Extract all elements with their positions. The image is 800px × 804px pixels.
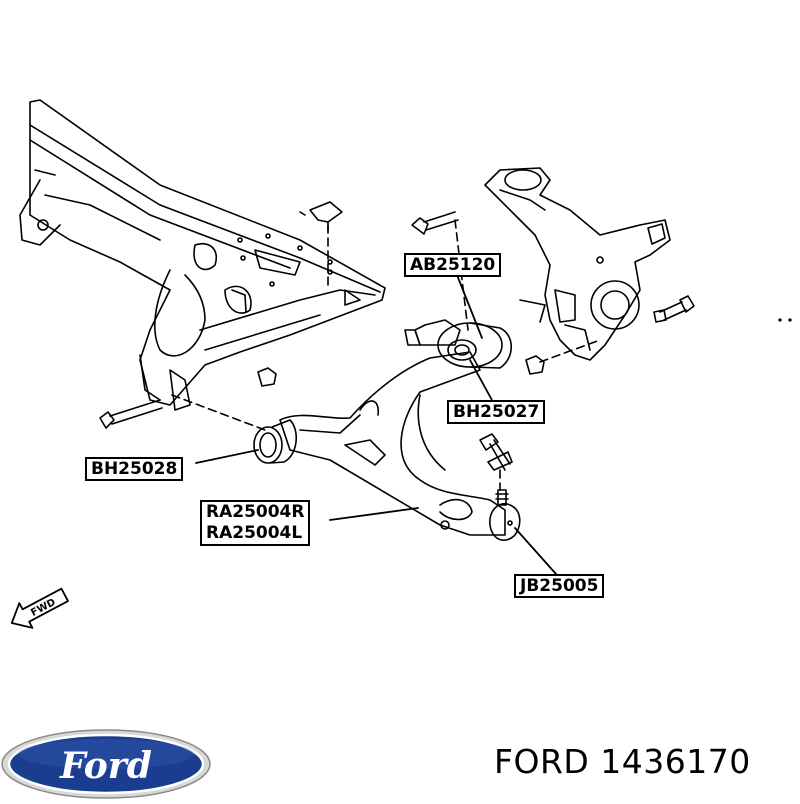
part-label-ra25004: RA25004R RA25004L (200, 500, 311, 546)
part-number-text: AB25120 (410, 255, 496, 275)
subframe-bolt-left (99, 399, 163, 429)
part-label-bh25027: BH25027 (447, 400, 546, 424)
alignment-lines (171, 219, 601, 491)
front-bushing-drawing (253, 419, 297, 464)
ball-joint-drawing (489, 489, 521, 541)
part-number-text-l: RA25004L (206, 523, 303, 543)
logo-oval (7, 733, 205, 795)
part-caption: FORD 1436170 (494, 742, 751, 781)
fwd-arrow-icon: FWD (10, 587, 69, 629)
part-number-text: BH25028 (91, 459, 178, 479)
rear-bushing-drawing (437, 322, 513, 369)
steering-knuckle-drawing (484, 167, 671, 361)
dot-marks (778, 318, 792, 322)
part-label-jb25005: JB25005 (514, 574, 605, 598)
part-number-text: BH25027 (453, 402, 540, 422)
logo-sheen (18, 739, 194, 769)
leader-lines (195, 274, 557, 575)
clip-top (299, 201, 343, 231)
pinch-bolt (479, 433, 513, 471)
ford-logo: Ford (1, 729, 211, 799)
part-label-bh25028: BH25028 (85, 457, 184, 481)
subframe-drawing (19, 99, 386, 411)
part-number-text-r: RA25004R (206, 502, 305, 522)
part-label-ab25120: AB25120 (404, 253, 502, 277)
control-arm-drawing (279, 319, 506, 536)
knuckle-bolt-right (653, 295, 695, 323)
logo-script: Ford (59, 745, 152, 787)
knuckle-bolt-top (411, 211, 459, 235)
subframe-nut (257, 367, 277, 387)
knuckle-nut (525, 355, 545, 375)
part-number-text: JB25005 (520, 576, 599, 596)
